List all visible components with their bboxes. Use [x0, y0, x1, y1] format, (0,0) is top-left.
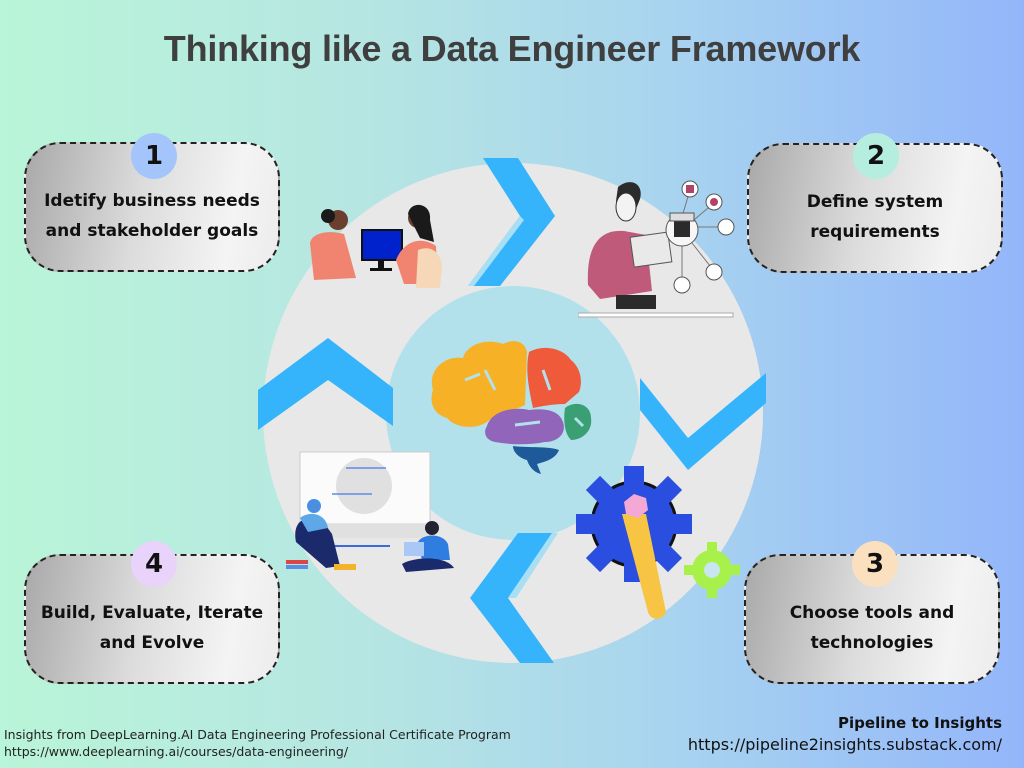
step-badge-2: 2: [853, 133, 899, 179]
page-title: Thinking like a Data Engineer Framework: [163, 28, 861, 69]
brand-attribution: Pipeline to Insights https://pipeline2in…: [688, 712, 1002, 756]
step-1-line1: Idetify business needs: [44, 191, 260, 211]
source-url-link[interactable]: https://www.deeplearning.ai/courses/data…: [4, 744, 349, 759]
step-1-line2: and stakeholder goals: [45, 221, 259, 241]
arrow-down-icon: [640, 373, 766, 470]
people-at-computer-illustration: [310, 204, 442, 288]
step-badge-1: 1: [131, 133, 177, 179]
step-2-line2: requirements: [810, 222, 940, 242]
step-badge-4: 4: [131, 541, 177, 587]
step-3-line2: technologies: [810, 633, 934, 653]
brand-url-link[interactable]: https://pipeline2insights.substack.com/: [687, 735, 1002, 754]
people-studying-illustration: [286, 451, 454, 572]
step-4-line2: and Evolve: [99, 633, 205, 653]
step-2-line1: Define system: [806, 192, 944, 212]
brain-icon: [431, 341, 592, 474]
step-3-line1: Choose tools and: [789, 603, 955, 623]
man-with-system-diagram-illustration: [578, 180, 735, 318]
step-badge-3: 3: [852, 541, 898, 587]
arrow-right-icon: [468, 158, 555, 286]
source-text: Insights from DeepLearning.AI Data Engin…: [4, 727, 511, 742]
brand-name: Pipeline to Insights: [838, 714, 1002, 732]
arrow-up-icon: [258, 338, 393, 430]
step-card-2: Define system requirements: [747, 143, 1003, 273]
gear-and-wrench-illustration: [576, 466, 740, 619]
step-4-line1: Build, Evaluate, Iterate: [40, 603, 264, 623]
arrow-left-icon: [470, 533, 558, 663]
source-attribution: Insights from DeepLearning.AI Data Engin…: [4, 726, 511, 760]
